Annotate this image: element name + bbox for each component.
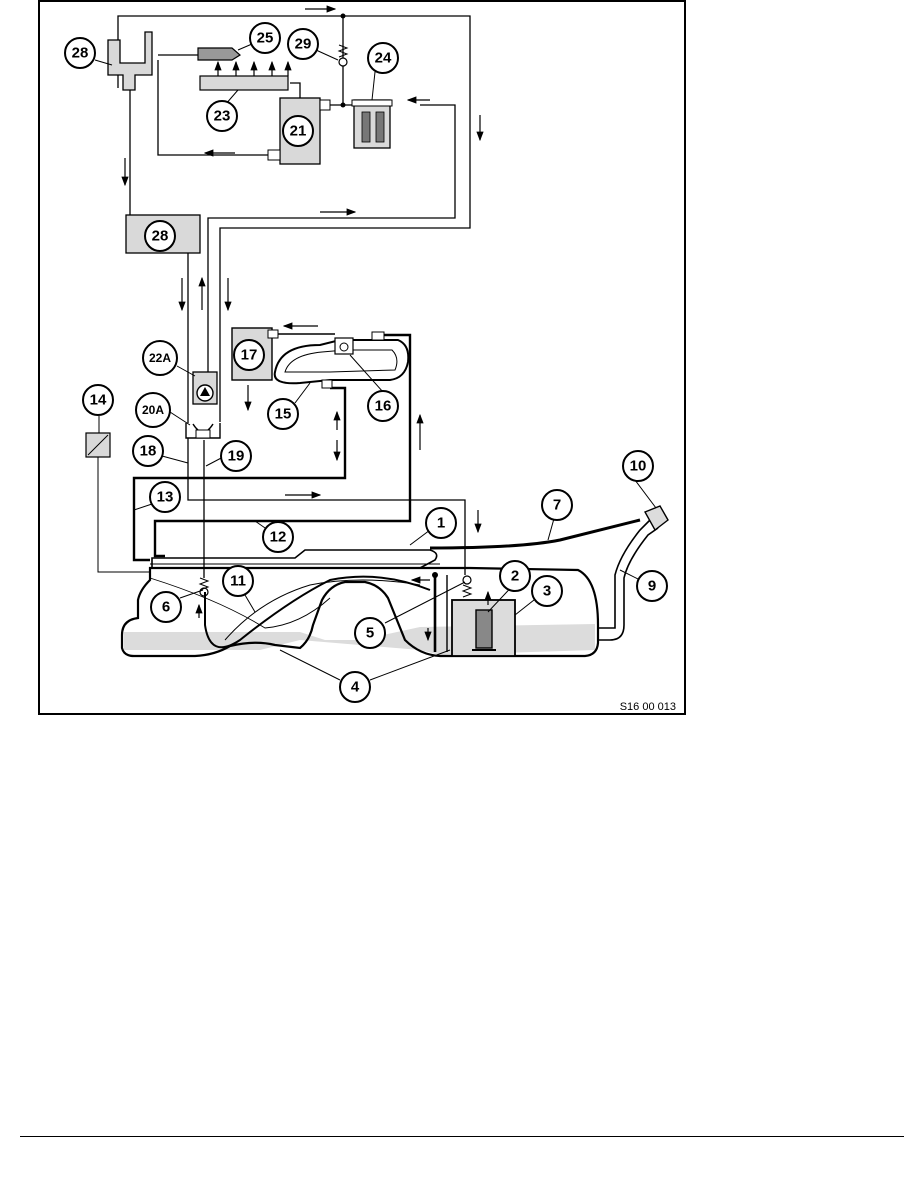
- callout-21: 21: [282, 115, 314, 147]
- fuel-filter-23: [351, 99, 393, 149]
- callout-22a: 22A: [142, 340, 178, 376]
- callout-5: 5: [354, 617, 386, 649]
- callout-25: 25: [249, 22, 281, 54]
- callout-label-20a: 20A: [142, 403, 164, 417]
- carbon-canister: [273, 331, 410, 389]
- callout-label-5: 5: [366, 625, 374, 642]
- fuel-lines: [97, 333, 466, 578]
- fuel-tank: [120, 549, 600, 658]
- callout-label-17: 17: [241, 347, 258, 364]
- callout-label-7: 7: [553, 497, 561, 514]
- callout-24: 23: [206, 100, 238, 132]
- filler-neck: [429, 505, 669, 641]
- callout-label-23: 24: [375, 50, 392, 67]
- callout-label-9: 9: [648, 578, 656, 595]
- callout-label-28: 28: [152, 228, 169, 245]
- callout-27: 28: [64, 37, 96, 69]
- callout-9: 9: [636, 570, 668, 602]
- callout-label-25: 25: [257, 30, 274, 47]
- callout-28: 28: [144, 220, 176, 252]
- callout-leaders: [94, 43, 657, 681]
- callout-13: 13: [149, 481, 181, 513]
- callout-1: 1: [425, 507, 457, 539]
- fuel-pump-in-tank: [475, 609, 493, 649]
- callout-3: 3: [531, 575, 563, 607]
- callout-4: 4: [339, 671, 371, 703]
- callout-label-14: 14: [90, 392, 107, 409]
- callout-23: 24: [367, 42, 399, 74]
- tank-outline: [120, 566, 600, 658]
- callout-label-11: 11: [230, 573, 246, 590]
- callout-18: 18: [132, 435, 164, 467]
- callout-10: 10: [622, 450, 654, 482]
- callout-15: 15: [267, 398, 299, 430]
- callout-label-18: 18: [140, 443, 157, 460]
- callout-16: 16: [367, 390, 399, 422]
- callout-label-1: 1: [437, 515, 445, 532]
- pressure-regulator-27: [107, 31, 153, 91]
- callout-label-29: 29: [295, 36, 312, 53]
- callout-2: 2: [499, 560, 531, 592]
- callout-label-6: 6: [162, 599, 170, 616]
- figure-code: S16 00 013: [620, 701, 676, 713]
- callout-14: 14: [82, 384, 114, 416]
- callout-6: 6: [150, 591, 182, 623]
- callout-label-10: 10: [630, 458, 647, 475]
- callout-label-27: 28: [72, 45, 89, 62]
- callout-20a: 20A: [135, 392, 171, 428]
- callout-label-13: 13: [157, 489, 174, 506]
- filter-20a: [185, 423, 221, 439]
- footer-divider: [20, 1136, 904, 1137]
- callout-12: 12: [262, 521, 294, 553]
- callout-17: 17: [233, 339, 265, 371]
- callout-label-16: 16: [375, 398, 392, 415]
- injector-25: [197, 47, 242, 61]
- callout-7: 7: [541, 489, 573, 521]
- sensor-14: [85, 432, 111, 458]
- callout-label-2: 2: [511, 568, 519, 585]
- callout-label-12: 12: [270, 529, 287, 546]
- fuel-pump-22a: [192, 371, 218, 405]
- callout-label-3: 3: [543, 583, 551, 600]
- callout-label-15: 15: [275, 406, 292, 423]
- callout-label-21: 21: [290, 123, 307, 140]
- upper-lines: [117, 15, 471, 423]
- callout-19: 19: [220, 440, 252, 472]
- flow-arrows: [121, 5, 492, 642]
- callout-label-24: 23: [214, 108, 231, 125]
- valve-29: [337, 13, 349, 108]
- fuel-rail-24: [199, 60, 292, 91]
- callout-label-22a: 22A: [149, 351, 171, 365]
- callout-label-19: 19: [228, 448, 245, 465]
- callout-label-4: 4: [351, 679, 360, 696]
- callout-29: 29: [287, 28, 319, 60]
- callout-11: 11: [222, 565, 254, 597]
